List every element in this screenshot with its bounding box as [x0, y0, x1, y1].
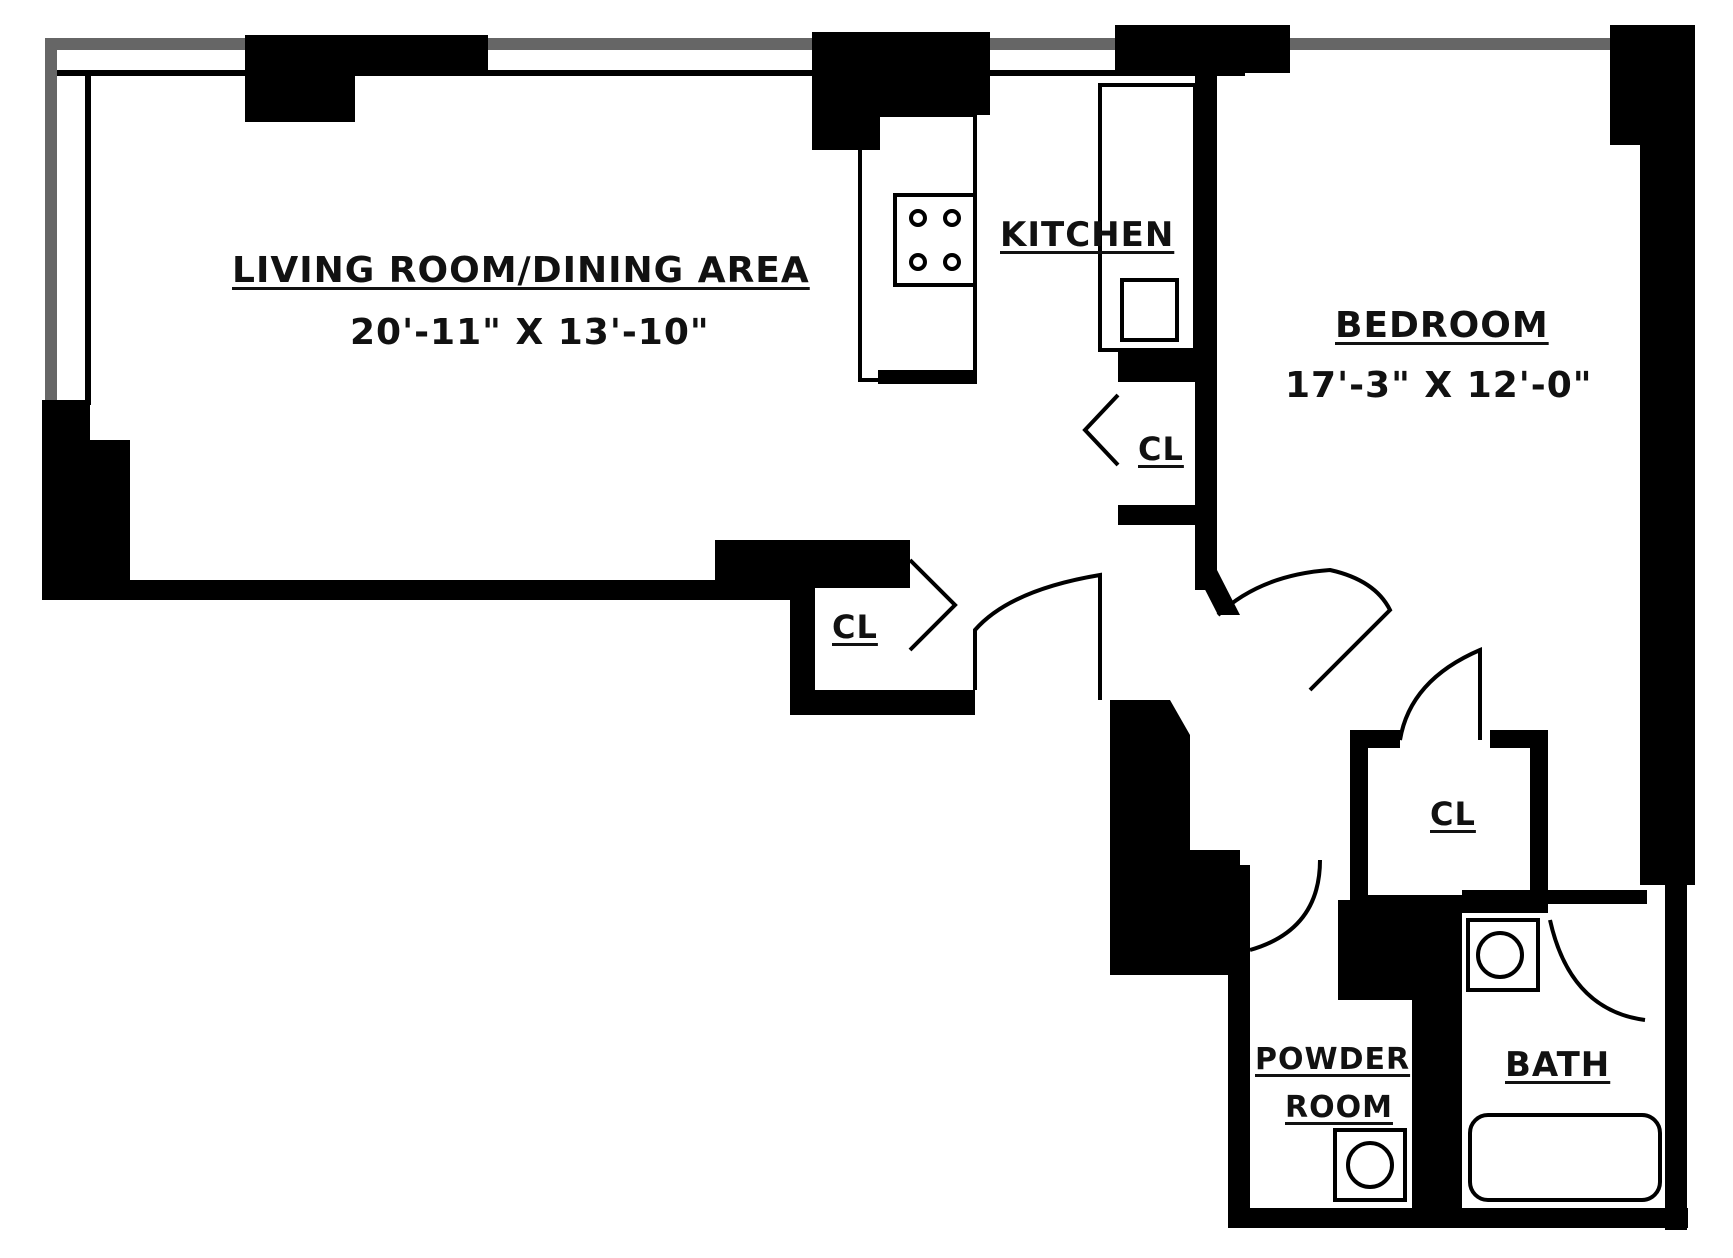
bedroom-closet-left [1350, 740, 1368, 905]
foyer-closet-walls [790, 560, 975, 715]
top-wall-line [45, 70, 1245, 76]
kitchen-counter-base [878, 370, 977, 384]
bath-top-wall [1462, 890, 1647, 904]
bedroom-left-wall [1195, 70, 1217, 590]
right-lower-wall [1665, 870, 1687, 1230]
living-bottom-wall [100, 580, 800, 600]
left-column [42, 400, 130, 600]
entry-door-swing [973, 572, 1102, 700]
bathtub [1468, 1113, 1662, 1202]
walls [42, 25, 1695, 1230]
burner-1 [909, 209, 927, 227]
living-room-label: LIVING ROOM/DINING AREA [232, 250, 810, 291]
bedroom-dimensions: 17'-3" X 12'-0" [1285, 365, 1593, 406]
closet-label-bedroom: CL [1430, 795, 1476, 833]
powder-sink [1346, 1141, 1394, 1189]
kitchen-fixtures [858, 83, 1197, 384]
living-room-dimensions: 20'-11" X 13'-10" [350, 312, 710, 353]
top-column-2 [812, 32, 990, 150]
right-exterior-wall [1640, 130, 1695, 885]
left-window-strip [45, 38, 57, 408]
burner-2 [943, 209, 961, 227]
kitchen-separator-2 [1118, 505, 1198, 525]
bath-sink-counter [1466, 918, 1540, 992]
bath-sink [1476, 931, 1524, 979]
bath-label: BATH [1505, 1045, 1611, 1085]
core-block [1110, 700, 1240, 975]
powder-door-swing [1249, 859, 1322, 952]
kitchen-stove [893, 193, 977, 287]
right-corner-column [1610, 25, 1695, 145]
top-column-3 [1115, 25, 1290, 73]
burner-4 [943, 253, 961, 271]
closet-door-swing [908, 558, 958, 652]
powder-upper-wall [1228, 865, 1250, 975]
kitchen-separator-1 [1118, 350, 1198, 382]
kitchen-label: KITCHEN [1000, 215, 1175, 255]
powder-room-label-line1: POWDER [1255, 1042, 1411, 1077]
kitchen-sink [1120, 278, 1179, 342]
bedroom-closet-door [1398, 646, 1482, 741]
closet-label-kitchen: CL [1138, 430, 1184, 468]
bath-core-block [1338, 900, 1462, 1010]
bath-fixtures [1333, 918, 1662, 1202]
kitchen-closet-door [1082, 393, 1120, 467]
bath-door-swing [1548, 919, 1646, 1022]
powder-left-wall [1228, 965, 1250, 1225]
closet-label-foyer: CL [832, 608, 878, 646]
kitchen-right-counter [1098, 83, 1197, 352]
doors [908, 393, 1646, 1022]
bedroom-door-jamb [1195, 570, 1240, 615]
powder-sink-counter [1333, 1128, 1407, 1202]
burner-3 [909, 253, 927, 271]
top-column-1 [245, 35, 488, 122]
bedroom-closet-top-left [1350, 730, 1400, 748]
powder-room-label-line2: ROOM [1285, 1090, 1393, 1125]
left-wall-line [85, 75, 91, 405]
bedroom-closet-top-right [1490, 730, 1548, 748]
bedroom-closet-right [1530, 730, 1548, 905]
bath-powder-partition [1412, 1000, 1462, 1225]
kitchen-counter [858, 113, 977, 382]
bedroom-door-swing [1216, 567, 1393, 692]
bedroom-label: BEDROOM [1335, 305, 1549, 346]
